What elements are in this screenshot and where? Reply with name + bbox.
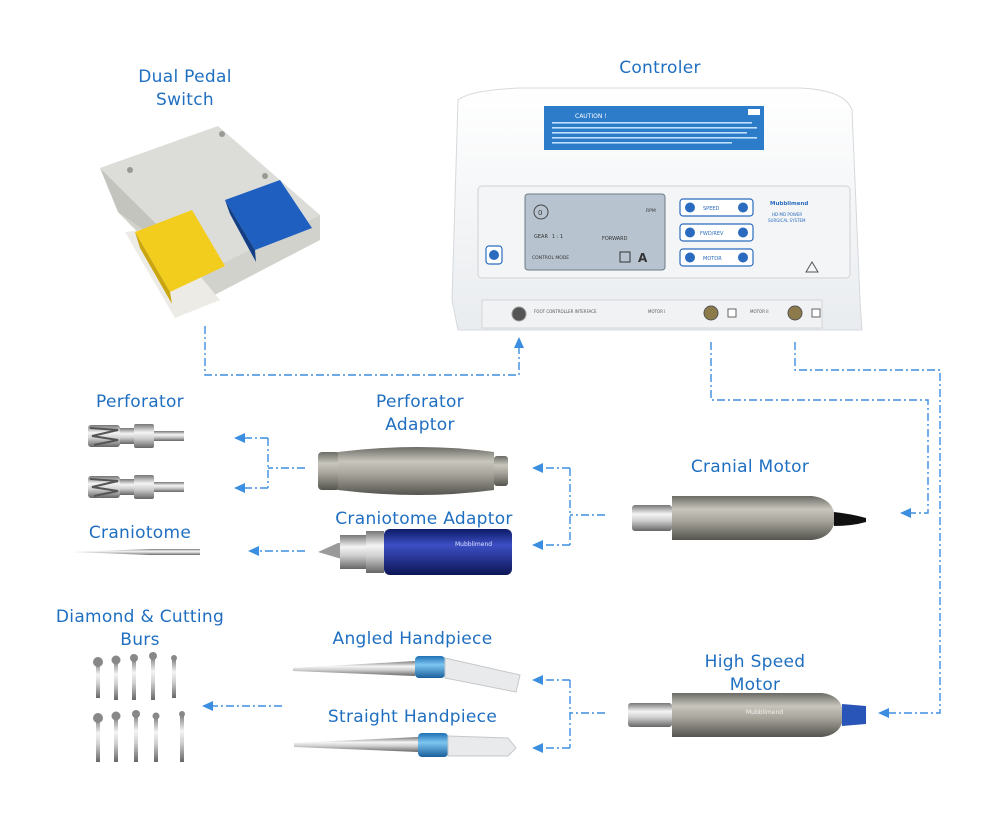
dual-pedal-switch-image — [100, 126, 320, 318]
angled-handpiece-image — [293, 656, 521, 693]
svg-text:SPEED: SPEED — [703, 206, 720, 212]
arrowhead-cranial-motor — [900, 508, 911, 518]
label-craniotome-adaptor: Craniotome Adaptor — [335, 509, 513, 529]
label-cranial-motor: Cranial Motor — [690, 457, 810, 477]
speed-button[interactable] — [679, 198, 754, 217]
motor-2-port — [787, 305, 803, 321]
label-diamond-cutting-burs: Diamond & Cutting Burs — [55, 607, 225, 650]
perforator-image — [88, 424, 184, 499]
perforator-top — [88, 424, 184, 448]
blue-pedal — [225, 180, 312, 250]
svg-text:Mubblimend: Mubblimend — [746, 709, 783, 716]
label-straight-handpiece: Straight Handpiece — [327, 707, 498, 727]
label-high-speed-motor: High Speed Motor — [704, 652, 806, 695]
svg-text:0: 0 — [538, 209, 542, 217]
straight-handpiece-image — [294, 733, 517, 757]
label-dual-pedal-switch: Dual Pedal Switch — [138, 67, 232, 110]
label-craniotome: Craniotome — [88, 523, 192, 543]
fwd-rev-button[interactable] — [679, 223, 754, 242]
svg-text:Mubblimend: Mubblimend — [770, 201, 808, 207]
svg-text:1 : 1: 1 : 1 — [552, 234, 563, 240]
label-controler: Controler — [619, 58, 701, 78]
perforator-adaptor-image — [318, 447, 508, 495]
svg-text:GEAR: GEAR — [534, 234, 548, 240]
label-perforator: Perforator — [96, 392, 184, 412]
craniotome-image — [73, 549, 200, 555]
svg-text:FOOT CONTROLLER INTERFACE: FOOT CONTROLLER INTERFACE — [534, 309, 597, 314]
svg-text:RPM: RPM — [646, 208, 656, 214]
connectors — [202, 326, 941, 753]
arrowhead-perforator-adaptor — [532, 463, 543, 473]
arrowhead-craniotome — [248, 546, 259, 556]
cranial-motor-image — [632, 496, 866, 540]
svg-text:CAUTION !: CAUTION ! — [575, 113, 607, 120]
yellow-pedal — [135, 210, 225, 292]
svg-text:MOTOR I: MOTOR I — [648, 309, 665, 314]
arrowhead-burs — [202, 701, 213, 711]
arrowhead-high-speed-motor — [878, 708, 889, 718]
burs-top-row — [93, 652, 177, 700]
controller-image: CAUTION ! 0 GEAR 1 : 1 FORWARD RPM CONTR… — [451, 87, 863, 331]
svg-text:A: A — [638, 251, 648, 265]
svg-text:SURGICAL SYSTEM: SURGICAL SYSTEM — [768, 218, 806, 223]
arrowhead-straight-handpiece — [532, 743, 543, 753]
label-perforator-adaptor: Perforator Adaptor — [376, 392, 464, 435]
arrowhead-craniotome-adaptor — [532, 540, 543, 550]
connector-controller-to-high-speed-motor — [794, 342, 941, 714]
craniotome-adaptor-image: Mubblimend — [318, 529, 512, 575]
connector-controller-to-cranial-motor — [710, 342, 929, 514]
arrowhead-perforator-top — [234, 433, 245, 443]
lcd-display — [524, 193, 666, 271]
perforator-bottom — [88, 475, 184, 499]
svg-text:FWD/REV: FWD/REV — [700, 231, 724, 237]
burs-bottom-row — [93, 710, 185, 762]
arrowhead-angled-handpiece — [532, 675, 543, 685]
burs-image — [93, 652, 185, 762]
foot-controller-port — [511, 306, 527, 322]
svg-text:MOTOR II: MOTOR II — [750, 309, 769, 314]
arrowhead-perforator-bottom — [234, 483, 245, 493]
motor-1-port — [703, 305, 719, 321]
label-angled-handpiece: Angled Handpiece — [332, 629, 493, 649]
motor-button[interactable] — [679, 248, 754, 267]
arrowhead-controller-foot-port — [514, 337, 524, 348]
svg-text:Mubblimend: Mubblimend — [455, 541, 492, 548]
svg-text:CONTROL MODE: CONTROL MODE — [532, 255, 569, 261]
svg-text:HD-MD POWER: HD-MD POWER — [772, 212, 802, 217]
high-speed-motor-image: Mubblimend — [628, 693, 866, 737]
svg-text:MOTOR: MOTOR — [703, 256, 722, 262]
connector-pedal-to-controller — [204, 326, 520, 376]
svg-text:FORWARD: FORWARD — [602, 236, 628, 242]
